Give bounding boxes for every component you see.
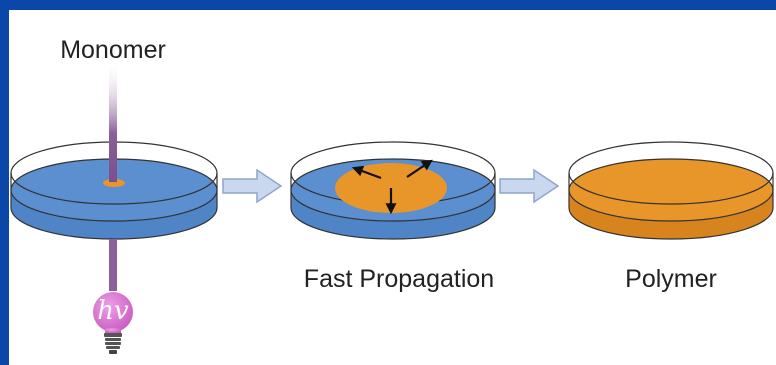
dish-propagation [290,141,496,240]
arrow-icon [406,159,433,178]
light-beam-bottom [109,239,117,291]
diagram-slide: hv Monomer Fast Propagation Polymer [9,10,776,365]
dish-polymer [568,141,774,240]
arrow-icon [351,165,382,180]
right-arrow-icon [499,168,560,204]
monomer-label: Monomer [60,36,166,64]
light-beam-top [109,60,117,182]
right-arrow-icon [222,168,283,204]
light-symbol: hv [97,296,129,326]
light-bulb-icon: hv [93,292,133,354]
fast-propagation-label: Fast Propagation [304,265,494,293]
polymer-label: Polymer [625,265,717,293]
frontal-polymerization-diagram: hv Monomer Fast Propagation Polymer [10,36,774,354]
initiation-spot [103,179,125,187]
